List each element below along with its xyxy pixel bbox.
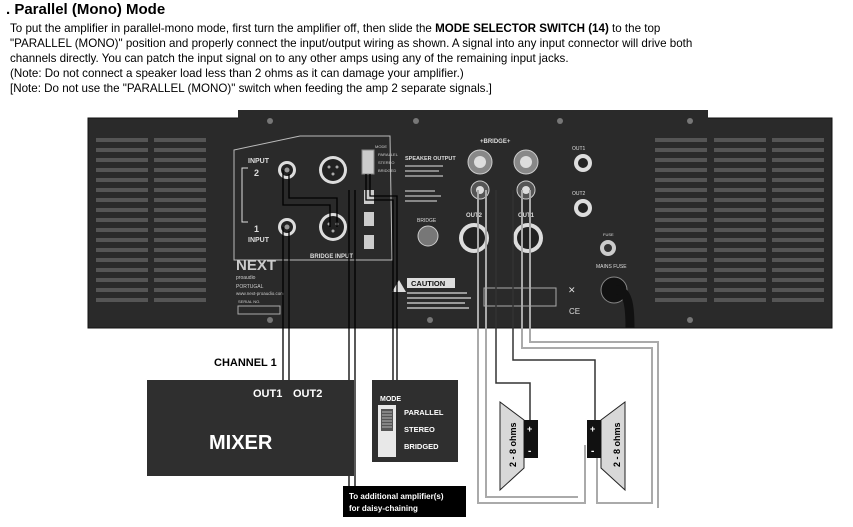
instructions-text: To put the amplifier in parallel-mono mo… xyxy=(10,21,848,96)
callout-stereo-label: STEREO xyxy=(404,425,435,434)
speaker-right-impedance: 2 - 8 ohms xyxy=(612,422,622,467)
speakon-out1-connector[interactable] xyxy=(513,223,543,253)
out2-label: OUT2 xyxy=(572,191,586,197)
panel-mode-switch[interactable] xyxy=(361,149,375,175)
bridge-input-label: BRIDGE INPUT xyxy=(310,254,353,260)
website-label: www.next-proaudio.com xyxy=(236,291,284,296)
bridge-icon xyxy=(417,225,439,247)
panel-mode-label: MODE xyxy=(375,144,387,149)
speaker-left: + - 2 - 8 ohms xyxy=(499,401,538,492)
ce-mark-icon: CE xyxy=(569,307,580,316)
speaker-right-minus: - xyxy=(591,446,594,457)
speakon-out2-connector[interactable] xyxy=(459,223,489,253)
panel-bridged-label: BRIDGED xyxy=(378,168,396,173)
speaker-wiring-black xyxy=(495,190,596,420)
input-label-bottom: INPUT xyxy=(248,237,270,244)
weee-bin-icon: ✕ xyxy=(568,285,576,295)
brand-subtitle: proaudio xyxy=(236,275,256,281)
speaker-left-minus: - xyxy=(528,446,531,457)
mains-fuse-label: MAINS FUSE xyxy=(596,264,627,270)
binding-post-out2-red[interactable] xyxy=(467,149,493,175)
daisy-chain-callout: To additional amplifier(s) for daisy-cha… xyxy=(343,486,466,517)
caution-box xyxy=(407,278,455,288)
binding-post-out1-black[interactable] xyxy=(516,180,536,200)
mixer-unit: OUT1 OUT2 MIXER xyxy=(147,380,354,476)
mixer-out2-label: OUT2 xyxy=(293,388,322,400)
note-speaker-load: (Note: Do not connect a speaker load les… xyxy=(10,67,464,80)
callout-mode-title: MODE xyxy=(380,396,401,403)
binding-post-out2-black[interactable] xyxy=(470,180,490,200)
speaker-right-plus: + xyxy=(590,424,595,434)
callout-bridged-label: BRIDGED xyxy=(404,442,439,451)
channel-1-label: CHANNEL 1 xyxy=(214,357,277,369)
daisy-chain-line-2: for daisy-chaining xyxy=(349,504,418,513)
speaker-wiring xyxy=(477,190,659,508)
brand-logo: NEXT xyxy=(236,257,276,274)
mixer-out1-label: OUT1 xyxy=(253,388,282,400)
input-1-xlr-connector[interactable] xyxy=(319,213,347,241)
daisy-chain-line-1: To additional amplifier(s) xyxy=(349,492,444,501)
panel-parallel-label: PARALLEL xyxy=(378,152,399,157)
out1-small-label: OUT1 xyxy=(518,213,535,219)
input-number-2: 2 xyxy=(254,168,259,178)
mixer-label: MIXER xyxy=(209,432,273,454)
country-label: PORTUGAL xyxy=(236,284,264,290)
instruction-line-1-end: to the top xyxy=(608,22,661,35)
instruction-line-2: "PARALLEL (MONO)" position and properly … xyxy=(10,37,693,50)
instruction-line-1: To put the amplifier in parallel-mono mo… xyxy=(10,21,848,36)
input-2-xlr-connector[interactable] xyxy=(319,156,347,184)
right-vent-grille xyxy=(655,138,824,302)
speaker-left-plus: + xyxy=(527,424,532,434)
input-label-top: INPUT xyxy=(248,158,270,165)
instruction-line-3: channels directly. You can patch the inp… xyxy=(10,52,569,65)
bridge-top-label: +BRIDGE+ xyxy=(480,139,511,145)
instruction-line-1-start: To put the amplifier in parallel-mono mo… xyxy=(10,22,436,35)
amplifier-rear-panel: INPUT 2 1 INPUT BRIDGE INPUT MODE PARALL… xyxy=(87,110,833,329)
mode-selector-switch-ref: MODE SELECTOR SWITCH (14) xyxy=(435,22,609,35)
speaker-left-impedance: 2 - 8 ohms xyxy=(508,422,518,467)
binding-post-out1-red[interactable] xyxy=(513,149,539,175)
mode-switch-callout: MODE PARALLEL STEREO BRIDGED xyxy=(372,380,458,462)
input-number-1: 1 xyxy=(254,224,259,234)
power-cord xyxy=(600,276,635,329)
serial-label: SERIAL NO. xyxy=(238,299,260,304)
left-vent-grille xyxy=(96,138,206,302)
note-parallel-switch: [Note: Do not use the "PARALLEL (MONO)" … xyxy=(10,82,492,95)
bridge-label: BRIDGE xyxy=(417,218,437,224)
input-1-jack[interactable] xyxy=(278,218,296,236)
out2-small-label: OUT2 xyxy=(466,213,483,219)
serial-box xyxy=(237,305,281,315)
out1-label: OUT1 xyxy=(572,146,586,152)
speaker-output-label: SPEAKER OUTPUT xyxy=(405,156,456,162)
callout-parallel-label: PARALLEL xyxy=(404,408,444,417)
panel-stereo-label: STEREO xyxy=(378,160,394,165)
fuse-label: FUSE xyxy=(603,232,614,237)
section-title: . Parallel (Mono) Mode xyxy=(6,1,166,18)
warning-triangle-icon xyxy=(392,280,406,292)
caution-label: CAUTION xyxy=(411,279,445,288)
speaker-right: + - 2 - 8 ohms xyxy=(587,401,626,492)
input-2-jack[interactable] xyxy=(278,161,296,179)
